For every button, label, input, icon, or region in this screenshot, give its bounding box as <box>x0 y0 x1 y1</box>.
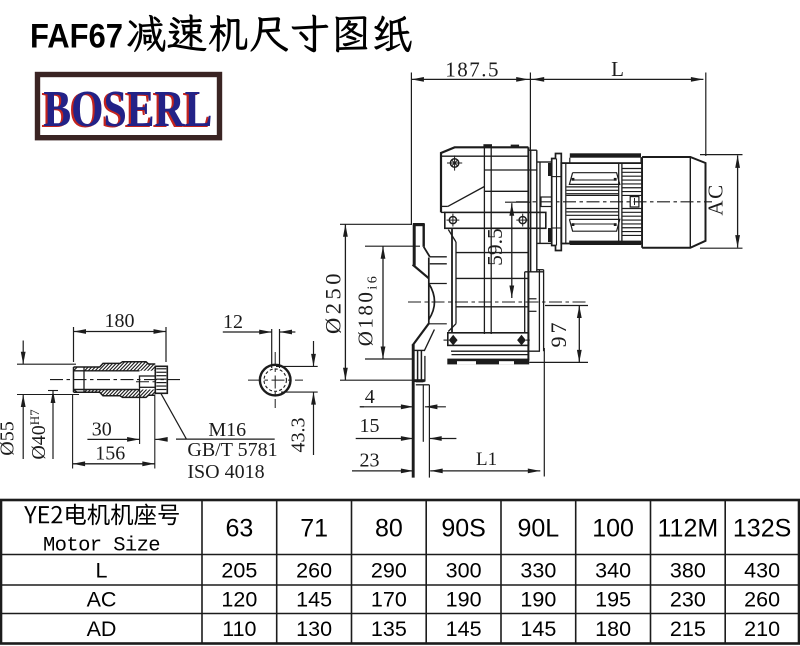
svg-text:FAF67: FAF67 <box>30 18 123 56</box>
svg-text:215: 215 <box>670 617 706 641</box>
svg-text:260: 260 <box>296 559 332 583</box>
svg-text:30: 30 <box>92 419 112 441</box>
svg-text:205: 205 <box>221 559 257 583</box>
svg-text:120: 120 <box>221 588 257 612</box>
svg-text:90S: 90S <box>441 515 485 543</box>
svg-text:145: 145 <box>296 588 332 612</box>
svg-text:Ø250: Ø250 <box>321 270 346 334</box>
svg-text:187.5: 187.5 <box>445 58 500 82</box>
svg-text:210: 210 <box>744 617 780 641</box>
svg-text:BOSERL: BOSERL <box>43 81 212 138</box>
svg-text:80: 80 <box>375 515 403 543</box>
svg-text:4: 4 <box>365 386 375 408</box>
svg-text:ISO 4018: ISO 4018 <box>187 461 264 483</box>
svg-text:Motor Size: Motor Size <box>43 535 160 558</box>
svg-text:L1: L1 <box>476 449 497 470</box>
svg-text:90L: 90L <box>517 515 559 543</box>
svg-text:380: 380 <box>670 559 706 583</box>
svg-text:63: 63 <box>225 515 253 543</box>
svg-text:145: 145 <box>446 617 482 641</box>
svg-text:300: 300 <box>446 559 482 583</box>
svg-text:M16: M16 <box>208 419 246 441</box>
svg-text:100: 100 <box>592 515 634 543</box>
svg-text:156: 156 <box>95 443 125 465</box>
svg-text:110: 110 <box>222 617 256 641</box>
svg-text:132S: 132S <box>733 515 791 543</box>
svg-text:AC: AC <box>87 588 117 612</box>
svg-text:AC: AC <box>704 183 728 215</box>
svg-text:23: 23 <box>360 450 380 472</box>
svg-text:59.5: 59.5 <box>483 228 507 266</box>
svg-text:15: 15 <box>360 415 380 437</box>
svg-text:145: 145 <box>520 617 556 641</box>
svg-text:340: 340 <box>595 559 631 583</box>
svg-text:290: 290 <box>371 559 407 583</box>
svg-text:195: 195 <box>595 588 631 612</box>
svg-text:130: 130 <box>296 617 332 641</box>
svg-text:230: 230 <box>670 588 706 612</box>
svg-text:GB/T 5781: GB/T 5781 <box>187 439 277 461</box>
svg-text:L: L <box>611 57 624 81</box>
svg-text:12: 12 <box>223 311 243 333</box>
svg-text:43.3: 43.3 <box>288 418 310 453</box>
svg-text:97: 97 <box>546 320 571 348</box>
svg-text:260: 260 <box>744 588 780 612</box>
svg-text:180: 180 <box>595 617 631 641</box>
svg-text:190: 190 <box>520 588 556 612</box>
svg-text:430: 430 <box>744 559 780 583</box>
svg-text:170: 170 <box>371 588 407 612</box>
svg-text:71: 71 <box>300 515 328 543</box>
svg-text:112M: 112M <box>658 515 719 543</box>
svg-text:L: L <box>96 559 108 583</box>
svg-text:190: 190 <box>446 588 482 612</box>
svg-text:180: 180 <box>105 310 135 332</box>
svg-text:BOSERL: BOSERL <box>41 82 210 139</box>
svg-text:135: 135 <box>371 617 407 641</box>
svg-text:330: 330 <box>520 559 556 583</box>
svg-text:AD: AD <box>87 617 117 641</box>
svg-text:Ø55: Ø55 <box>0 421 19 455</box>
